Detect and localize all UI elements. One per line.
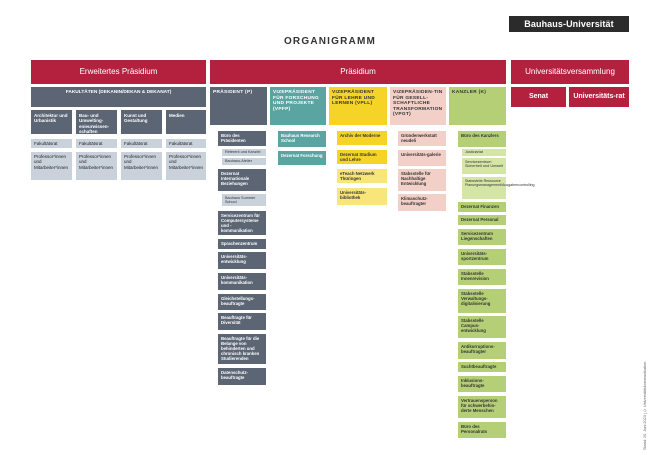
praesident-item: Gleichstellungs-beauftragte: [218, 294, 266, 310]
praesident-header: PRÄSIDENT (P): [210, 87, 267, 125]
vp-forschung-item: Bauhaus Research School: [278, 131, 326, 147]
page-title: ORGANIGRAMM: [283, 36, 377, 47]
kanzler-subitem: Servicezentrum Sicherheit und Umwelt: [462, 158, 506, 174]
fakultaetsrat-box: Fakultätsrat: [76, 139, 117, 148]
erweitertes-praesidium-bar: Erweitertes Präsidium: [31, 60, 206, 84]
fakultaetsrat-box: Fakultätsrat: [166, 139, 206, 148]
vp-gesellschaft-header: VIZEPRÄSIDEN-TIN FÜR GESELL-SCHAFTLICHE …: [390, 87, 446, 125]
kanzler-item: Büro des Kanzlers: [458, 131, 506, 147]
vp-gesellschaft-item: Stabsstelle für Nachhaltige Entwicklung: [398, 169, 446, 191]
praesident-item: Universitäts-entwicklung: [218, 252, 266, 269]
fakultaetsrat-box: Fakultätsrat: [121, 139, 162, 148]
kanzler-item: Vertrauensperson für schwerbehin-derte M…: [458, 396, 506, 418]
university-logo: Bauhaus-Universität Weimar: [509, 16, 629, 45]
vp-forschung-item: Dezernat Forschung: [278, 151, 326, 165]
kanzler-item: Antikorruptions-beauftragter: [458, 342, 506, 359]
praesident-subitem: Bauhaus-Atelier: [222, 158, 266, 165]
vp-lehre-item: Archiv der Moderne: [337, 131, 387, 145]
staff-box: Professor*innen und Mitarbeiter*innen: [76, 152, 117, 180]
vp-gesellschaft-item: Gründerwerkstatt neudeli: [398, 131, 446, 146]
vp-lehre-item: Universitäts-bibliothek: [337, 188, 387, 205]
kanzler-item: Suchtbeauftragte: [458, 362, 506, 372]
praesident-item: Servicezentrum für Computersysteme und -…: [218, 211, 266, 235]
kanzler-item: Inklusions-beauftragte: [458, 376, 506, 392]
kanzler-subitem: Justiziariat: [462, 149, 506, 156]
kanzler-item: Servicezentrum Liegenschaften: [458, 229, 506, 245]
praesident-subitem: Referent und Kanzlei: [222, 149, 266, 156]
praesident-item: Büro des Präsidenten: [218, 131, 266, 146]
faculty-medien: Medien: [166, 110, 206, 134]
praesident-item: Datenschutz-beauftragte: [218, 368, 266, 385]
universitaetsversammlung-bar: Universitätsversammlung: [511, 60, 629, 84]
praesident-item: Sprachenzentrum: [218, 239, 266, 249]
kanzler-item: Dezernat Personal: [458, 215, 506, 225]
praesident-subitem: Bauhaus Summer School: [222, 194, 266, 206]
faculty-architektur: Architektur und Urbanistik: [31, 110, 72, 134]
praesidium-bar: Präsidium: [210, 60, 506, 84]
senat-box: Senat: [511, 87, 566, 107]
vp-lehre-item: Dezernat Studium und Lehre: [337, 150, 387, 164]
praesident-item: Universitäts-kommunikation: [218, 273, 266, 290]
vp-lehre-header: VIZEPRÄSIDENT FÜR LEHRE UND LERNEN (VPLL…: [329, 87, 387, 125]
staff-box: Professor*innen und Mitarbeiter*innen: [166, 152, 206, 180]
fakultaetsrat-box: Fakultätsrat: [31, 139, 72, 148]
universitaetsrat-box: Universitäts-rat: [569, 87, 629, 107]
kanzler-item: Stabsstelle Verwaltungs-digitalisierung: [458, 289, 506, 313]
faculty-kunst: Kunst und Gestaltung: [121, 110, 162, 134]
faculty-bauingenieur: Bau- und Umwelting-enieurwissen-schaften: [76, 110, 117, 134]
vp-gesellschaft-item: Universitäts-galerie: [398, 150, 446, 166]
footer-note: Stand: 20. Juni 2023 | © Universitätskom…: [643, 361, 647, 450]
praesident-item: Beauftragte für die Belange von behinder…: [218, 334, 266, 364]
vp-gesellschaft-item: Klimaschutz-beauftragter: [398, 194, 446, 211]
kanzler-item: Büro des Personalrats: [458, 422, 506, 438]
fakultaeten-header: FAKULTÄTEN (DEKANIN/DEKAN & DEKANAT): [31, 87, 206, 107]
praesident-item: Beauftragte für Diversität: [218, 313, 266, 330]
staff-box: Professor*innen und Mitarbeiter*innen: [31, 152, 72, 180]
kanzler-header: KANZLER (K): [449, 87, 506, 125]
kanzler-item: Stabsstelle Campus-entwicklung: [458, 316, 506, 338]
kanzler-item: Stabsstelle Innenrevision: [458, 269, 506, 285]
vp-forschung-header: VIZEPRÄSIDENT FÜR FORSCHUNG UND PROJEKTE…: [270, 87, 326, 125]
staff-box: Professor*innen und Mitarbeiter*innen: [121, 152, 162, 180]
kanzler-item: Dezernat Finanzen: [458, 202, 506, 212]
kanzler-item: Universitäts-sportzentrum: [458, 249, 506, 265]
kanzler-subitem: Stabsstelle Ressource Planungsmanagement…: [462, 177, 535, 199]
praesident-item: Dezernat Internationale Beziehungen: [218, 169, 266, 191]
vp-lehre-item: eTeach Netzwerk Thüringen: [337, 169, 387, 183]
